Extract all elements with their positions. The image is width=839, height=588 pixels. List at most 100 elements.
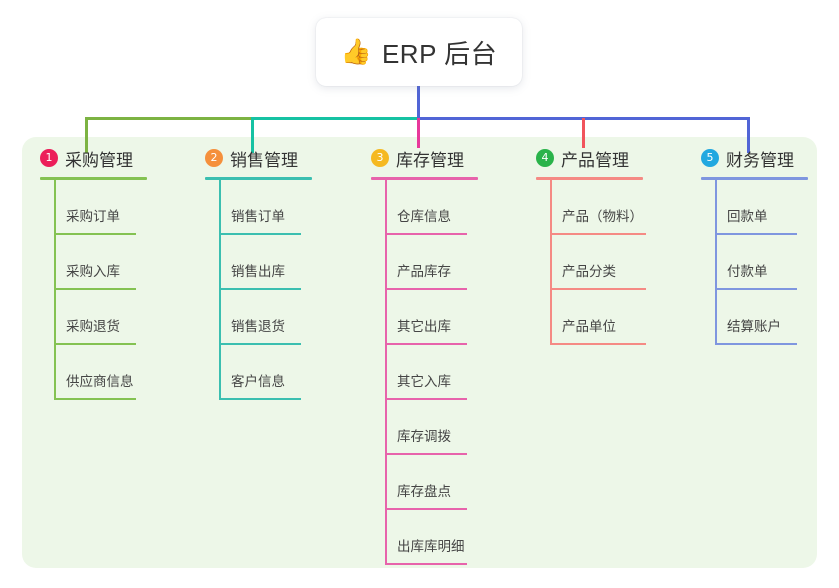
leaf-rule [715, 343, 797, 345]
leaf-rule [219, 233, 301, 235]
column-badge-finance: 5 [701, 149, 719, 167]
column-title-product: 产品管理 [561, 150, 629, 170]
leaf-item[interactable]: 其它出库 [371, 290, 478, 345]
leaf-label: 采购退货 [66, 319, 120, 334]
leaf-rule [550, 233, 646, 235]
leaf-item[interactable]: 库存调拨 [371, 400, 478, 455]
leaf-label: 仓库信息 [397, 209, 451, 224]
leaf-label: 其它出库 [397, 319, 451, 334]
column-header-inventory[interactable]: 3 库存管理 [371, 145, 478, 171]
leaf-label: 产品单位 [562, 319, 616, 334]
root-node-card[interactable]: 👍 ERP 后台 [316, 18, 522, 86]
leaf-item[interactable]: 产品单位 [536, 290, 646, 345]
leaf-rule [385, 563, 467, 565]
leaf-label: 销售订单 [231, 209, 285, 224]
connector-bar-green [85, 117, 253, 120]
leaf-rule [385, 233, 467, 235]
leaf-label: 结算账户 [727, 319, 781, 334]
leaf-rule [715, 233, 797, 235]
connector-drop-red [582, 118, 585, 148]
leaf-rule [550, 343, 646, 345]
leaf-item[interactable]: 销售订单 [205, 180, 312, 235]
leaf-item[interactable]: 销售退货 [205, 290, 312, 345]
leaf-item[interactable]: 结算账户 [701, 290, 808, 345]
column-header-rule-finance [701, 177, 808, 180]
column-header-product[interactable]: 4 产品管理 [536, 145, 643, 171]
leaf-label: 采购订单 [66, 209, 120, 224]
leaf-item[interactable]: 客户信息 [205, 345, 312, 400]
column-badge-purchase: 1 [40, 149, 58, 167]
leaf-rule [54, 398, 136, 400]
leaf-spine-sales [219, 180, 221, 400]
leaf-spine-finance [715, 180, 717, 345]
leaf-spine-inventory [385, 180, 387, 565]
leaf-item[interactable]: 仓库信息 [371, 180, 478, 235]
column-title-sales: 销售管理 [230, 150, 298, 170]
column-badge-sales: 2 [205, 149, 223, 167]
column-header-rule-product [536, 177, 643, 180]
column-finance: 5 财务管理回款单付款单结算账户 [701, 145, 808, 345]
leaf-rule [54, 288, 136, 290]
leaf-label: 其它入库 [397, 374, 451, 389]
leaf-item[interactable]: 采购退货 [40, 290, 147, 345]
leaf-item[interactable]: 其它入库 [371, 345, 478, 400]
column-product: 4 产品管理产品（物料） 产品分类产品单位 [536, 145, 646, 345]
column-sales: 2 销售管理销售订单销售出库销售退货客户信息 [205, 145, 312, 400]
leaf-label: 出库库明细 [397, 539, 465, 554]
column-title-inventory: 库存管理 [396, 150, 464, 170]
leaf-item[interactable]: 库存盘点 [371, 455, 478, 510]
leaf-label: 产品库存 [397, 264, 451, 279]
connector-bar-teal [252, 117, 419, 120]
leaf-label: 产品（物料） [562, 209, 643, 224]
connector-drop-pink [417, 118, 420, 148]
connector-drop-blue [747, 117, 750, 153]
root-title: ERP 后台 [381, 38, 498, 69]
leaf-item[interactable]: 回款单 [701, 180, 808, 235]
leaf-rule [219, 398, 301, 400]
column-header-rule-purchase [40, 177, 147, 180]
leaf-item[interactable]: 产品分类 [536, 235, 646, 290]
leaf-rule [385, 288, 467, 290]
diagram-panel [22, 137, 817, 568]
leaf-label: 销售出库 [231, 264, 285, 279]
column-header-rule-sales [205, 177, 312, 180]
connector-drop-teal [251, 117, 254, 153]
leaf-label: 供应商信息 [66, 374, 134, 389]
leaf-list-inventory: 仓库信息产品库存其它出库其它入库库存调拨库存盘点出库库明细 [371, 180, 478, 565]
column-purchase: 1 采购管理采购订单采购入库采购退货供应商信息 [40, 145, 147, 400]
leaf-label: 库存盘点 [397, 484, 451, 499]
leaf-rule [385, 453, 467, 455]
column-badge-product: 4 [536, 149, 554, 167]
leaf-rule [54, 233, 136, 235]
leaf-item[interactable]: 采购订单 [40, 180, 147, 235]
leaf-item[interactable]: 供应商信息 [40, 345, 147, 400]
leaf-item[interactable]: 销售出库 [205, 235, 312, 290]
leaf-item[interactable]: 出库库明细 [371, 510, 478, 565]
leaf-list-finance: 回款单付款单结算账户 [701, 180, 808, 345]
leaf-item[interactable]: 付款单 [701, 235, 808, 290]
thumbs-up-icon: 👍 [340, 37, 372, 66]
leaf-list-purchase: 采购订单采购入库采购退货供应商信息 [40, 180, 147, 400]
leaf-label: 库存调拨 [397, 429, 451, 444]
column-inventory: 3 库存管理仓库信息产品库存其它出库其它入库库存调拨库存盘点出库库明细 [371, 145, 478, 565]
column-header-sales[interactable]: 2 销售管理 [205, 145, 312, 171]
leaf-item[interactable]: 采购入库 [40, 235, 147, 290]
column-header-finance[interactable]: 5 财务管理 [701, 145, 808, 171]
leaf-item[interactable]: 产品库存 [371, 235, 478, 290]
leaf-item[interactable]: 产品（物料） [536, 180, 646, 235]
column-title-finance: 财务管理 [726, 150, 794, 170]
leaf-label: 客户信息 [231, 374, 285, 389]
leaf-rule [385, 508, 467, 510]
leaf-rule [385, 343, 467, 345]
leaf-label: 付款单 [727, 264, 768, 279]
column-badge-inventory: 3 [371, 149, 389, 167]
leaf-rule [550, 288, 646, 290]
connector-drop-green [85, 117, 88, 153]
column-header-purchase[interactable]: 1 采购管理 [40, 145, 147, 171]
leaf-spine-purchase [54, 180, 56, 400]
leaf-list-sales: 销售订单销售出库销售退货客户信息 [205, 180, 312, 400]
leaf-label: 销售退货 [231, 319, 285, 334]
leaf-rule [54, 343, 136, 345]
column-title-purchase: 采购管理 [65, 150, 133, 170]
leaf-rule [385, 398, 467, 400]
